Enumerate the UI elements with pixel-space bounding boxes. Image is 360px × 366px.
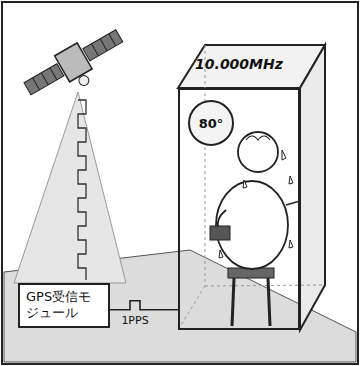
node-text: 10.000MHz bbox=[180, 56, 298, 72]
thermometer-dial: 80° bbox=[188, 100, 234, 146]
node-text: 80° bbox=[199, 116, 224, 131]
module-box: GPS受信モジュール bbox=[18, 283, 110, 328]
node-text: GPS受信モジュール bbox=[26, 289, 102, 322]
chamber-box: 10.000MHz80° bbox=[178, 88, 300, 330]
signal-label: 1PPS bbox=[119, 314, 150, 327]
signal-wire bbox=[110, 301, 178, 310]
